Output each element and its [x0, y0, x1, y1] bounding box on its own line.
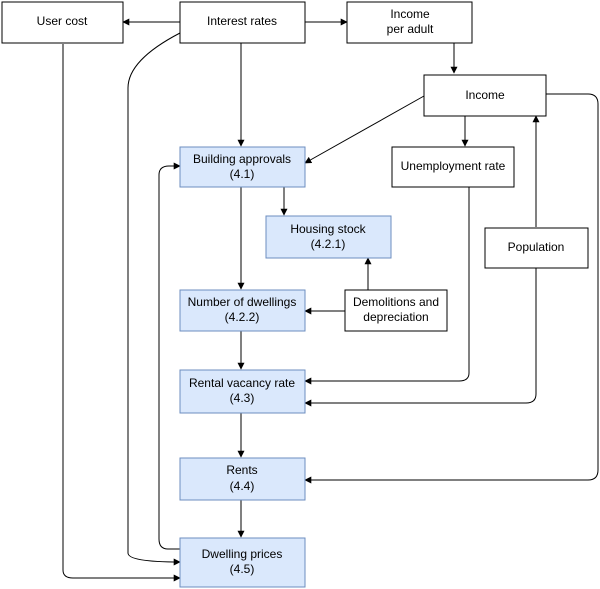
node-population-line-1: Population [508, 240, 565, 254]
node-rental-vacancy-rate: Rental vacancy rate (4.3) [179, 369, 306, 414]
node-building-approvals-line-2: (4.1) [230, 167, 255, 181]
node-interest-rates-line-1: Interest rates [207, 14, 277, 28]
node-housing-stock-line-1: Housing stock [290, 222, 366, 236]
node-dwelling-prices: Dwelling prices (4.5) [179, 537, 306, 588]
node-dwelling-prices-line-1: Dwelling prices [202, 547, 283, 561]
node-rents-line-2: (4.4) [230, 479, 255, 493]
edge-income-to-rents [304, 93, 599, 484]
node-building-approvals: Building approvals (4.1) [179, 146, 306, 188]
node-number-of-dwellings-line-1: Number of dwellings [188, 295, 297, 309]
node-income-line-1: Income [465, 88, 505, 102]
node-building-approvals-line-1: Building approvals [193, 152, 291, 166]
node-income: Income [423, 74, 547, 117]
node-number-of-dwellings: Number of dwellings (4.2.2) [179, 289, 306, 332]
edges [62, 18, 599, 582]
edge-interest-rates-to-dwelling-prices [127, 32, 181, 566]
node-income-per-adult-line-2: per adult [387, 22, 434, 36]
node-housing-stock-line-2: (4.2.1) [311, 237, 346, 251]
edge-user-cost-to-dwelling-prices [62, 44, 181, 582]
node-housing-stock: Housing stock (4.2.1) [265, 215, 392, 259]
node-population: Population [484, 227, 589, 269]
node-dwelling-prices-line-2: (4.5) [230, 562, 255, 576]
node-unemployment-rate: Unemployment rate [391, 146, 515, 188]
node-demolitions-line-1: Demolitions and [353, 295, 439, 309]
node-demolitions-and-depreciation: Demolitions and depreciation [344, 289, 448, 332]
node-user-cost-line-1: User cost [37, 14, 88, 28]
edge-unemployment-rate-to-rental-vacancy-rate [304, 187, 470, 385]
node-income-per-adult-line-1: Income [390, 7, 430, 21]
node-rental-vacancy-rate-line-1: Rental vacancy rate [189, 376, 295, 390]
node-unemployment-rate-line-1: Unemployment rate [401, 159, 506, 173]
node-user-cost: User cost [1, 1, 124, 44]
edge-population-to-rental-vacancy-rate [304, 268, 537, 407]
node-income-per-adult: Income per adult [346, 1, 473, 44]
edge-income-to-building-approvals [304, 95, 425, 164]
node-rents: Rents (4.4) [179, 457, 306, 501]
node-rental-vacancy-rate-line-2: (4.3) [230, 391, 255, 405]
node-demolitions-line-2: depreciation [363, 310, 428, 324]
node-interest-rates: Interest rates [179, 1, 306, 44]
node-rents-line-1: Rents [226, 463, 257, 477]
edge-dwelling-prices-to-building-approvals [158, 162, 181, 550]
node-number-of-dwellings-line-2: (4.2.2) [225, 310, 260, 324]
